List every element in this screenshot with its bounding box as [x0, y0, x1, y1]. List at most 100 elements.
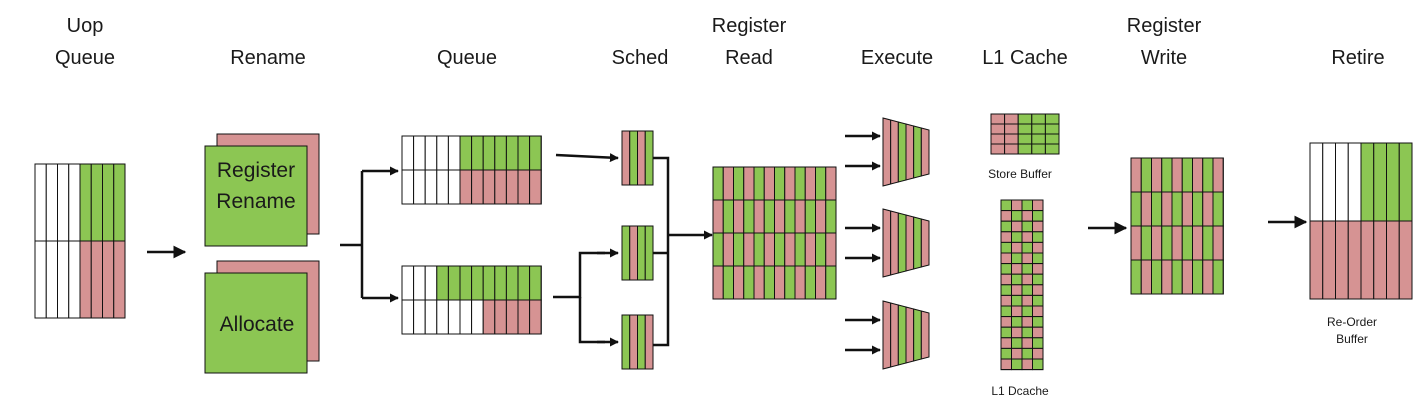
cell — [815, 199, 827, 234]
cell — [1212, 225, 1224, 261]
cell — [1192, 225, 1204, 261]
cell — [1161, 157, 1173, 193]
cell — [1021, 358, 1033, 371]
cell — [815, 265, 827, 300]
cell — [794, 199, 806, 234]
cell — [1386, 220, 1400, 300]
queue-to-sched-arrows — [553, 153, 619, 347]
cell — [1202, 157, 1214, 193]
cell — [1212, 259, 1224, 295]
cell — [1017, 143, 1033, 155]
block-outline — [34, 163, 126, 319]
cell — [733, 199, 745, 234]
cell — [1032, 220, 1044, 233]
cell — [1181, 225, 1193, 261]
execute-arrows — [845, 131, 881, 355]
cell — [774, 232, 786, 267]
cell — [637, 314, 646, 370]
block-outline — [621, 314, 654, 370]
stage-uop-queue-line1: Uop — [67, 15, 104, 37]
cell — [1011, 199, 1023, 212]
cell — [113, 240, 126, 319]
cell — [1322, 220, 1336, 300]
cell — [1011, 273, 1023, 286]
cell — [1000, 252, 1012, 265]
reorder-buffer-label-line2: Buffer — [1336, 332, 1368, 346]
cell — [1021, 326, 1033, 339]
cell — [1373, 142, 1387, 222]
cell — [804, 166, 816, 201]
cell — [1044, 143, 1060, 155]
cell — [784, 265, 796, 300]
cell — [1017, 133, 1033, 145]
cell — [712, 265, 724, 300]
stage-queue: Queue — [437, 47, 497, 69]
scheduler-2 — [621, 225, 654, 281]
cell — [1004, 113, 1019, 125]
sched-to-regread-arrows — [653, 156, 713, 347]
cell — [990, 133, 1006, 145]
cell — [629, 225, 638, 281]
cell — [459, 265, 473, 301]
cell — [644, 314, 654, 370]
cell — [1386, 142, 1400, 222]
cell — [482, 265, 496, 301]
cell — [804, 265, 816, 300]
cell — [1011, 284, 1023, 296]
cell — [1309, 220, 1324, 300]
cell — [1021, 252, 1033, 265]
cell — [1000, 199, 1012, 212]
cell — [1161, 259, 1173, 295]
cell — [621, 130, 631, 186]
cell — [1021, 305, 1033, 318]
cell — [1044, 113, 1060, 125]
allocate-label: Allocate — [220, 313, 295, 336]
exec-stripe — [890, 210, 899, 276]
cell — [1004, 133, 1019, 145]
cell — [1140, 191, 1152, 227]
exec-stripe — [913, 216, 922, 270]
stage-register-write-line2: Write — [1141, 47, 1187, 69]
cell — [794, 232, 806, 267]
register-read-file — [712, 166, 837, 300]
block-outline — [401, 135, 542, 205]
cell — [447, 299, 461, 335]
cell — [1032, 337, 1044, 349]
cell — [1032, 326, 1044, 339]
cell — [1202, 191, 1214, 227]
cell — [529, 169, 542, 205]
cell — [990, 143, 1006, 155]
cell — [401, 135, 415, 171]
scheduler-3 — [621, 314, 654, 370]
cell — [494, 169, 507, 205]
stage-rename: Rename — [230, 47, 306, 69]
cell — [113, 163, 126, 242]
cell — [517, 169, 531, 205]
cell — [1140, 225, 1152, 261]
cell — [794, 265, 806, 300]
cell — [494, 299, 507, 335]
exec-stripe — [897, 121, 907, 183]
stage-sched: Sched — [612, 47, 669, 69]
cell — [1000, 263, 1012, 275]
cell — [1011, 210, 1023, 222]
cell — [1011, 263, 1023, 275]
scheduler-1 — [621, 130, 654, 186]
cell — [774, 199, 786, 234]
cell — [482, 169, 496, 205]
cell — [482, 299, 496, 335]
cell — [1032, 273, 1044, 286]
cell — [424, 169, 438, 205]
cell — [447, 265, 461, 301]
execute-unit-3 — [882, 300, 930, 370]
cell — [1000, 284, 1012, 296]
cell — [753, 232, 765, 267]
exec-stripe — [882, 300, 892, 370]
cell — [505, 169, 519, 205]
cell — [1171, 225, 1183, 261]
register-write-file — [1130, 157, 1224, 295]
cell — [743, 232, 755, 267]
cell — [471, 135, 484, 171]
cell — [68, 240, 81, 319]
allocate-block: Allocate — [204, 260, 320, 374]
